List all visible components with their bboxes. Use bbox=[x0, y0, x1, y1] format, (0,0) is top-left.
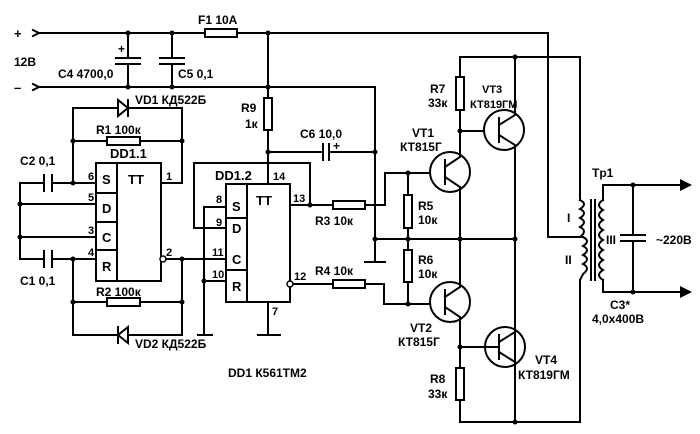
resistor-r7 bbox=[455, 76, 465, 111]
transistor-vt4: VT4 КТ819ГМ bbox=[459, 326, 570, 382]
r1-label: R1 100к bbox=[96, 123, 142, 137]
pin-c: C bbox=[232, 252, 242, 267]
pin-3: 3 bbox=[88, 225, 94, 237]
pin-14: 14 bbox=[273, 171, 286, 183]
resistor-r4 bbox=[332, 279, 366, 289]
resistor-r3 bbox=[332, 200, 366, 210]
tt-label: TT bbox=[128, 172, 144, 187]
r7-value: 33к bbox=[428, 96, 448, 110]
power-rails: + – 12В bbox=[14, 26, 584, 263]
dd1-2-label: DD1.2 bbox=[215, 168, 252, 183]
vd2-label: VD2 КД522Б bbox=[135, 337, 207, 351]
r8-value: 33к bbox=[428, 387, 448, 401]
vt1-name: VT1 bbox=[412, 126, 434, 140]
pin-r: R bbox=[232, 279, 242, 294]
vt4-type: КТ819ГМ bbox=[518, 368, 570, 382]
pin-4: 4 bbox=[88, 247, 95, 259]
c2-label: C2 0,1 bbox=[20, 154, 56, 168]
resistor-r6 bbox=[403, 249, 413, 283]
chip-dd1-2: S D C R TT DD1.2 8 9 11 10 13 12 14 7 bbox=[212, 168, 306, 318]
vt2-name: VT2 bbox=[410, 321, 432, 335]
c1-label: C1 0,1 bbox=[20, 274, 56, 288]
pin-s: S bbox=[232, 199, 241, 214]
r8-name: R8 bbox=[430, 372, 446, 386]
pin-12: 12 bbox=[294, 271, 306, 283]
pin-8: 8 bbox=[216, 194, 222, 206]
r9-value: 1к bbox=[245, 117, 259, 131]
dd1-1-label: DD1.1 bbox=[110, 146, 147, 161]
r3-label: R3 10к bbox=[315, 214, 354, 228]
minus-terminal: – bbox=[14, 80, 21, 95]
transistor-vt2: VT2 КТ815Г bbox=[398, 238, 471, 349]
plus-terminal: + bbox=[14, 26, 22, 41]
c4-label: C4 4700,0 bbox=[58, 67, 114, 81]
r9-name: R9 bbox=[241, 101, 257, 115]
r6-value: 10к bbox=[418, 267, 438, 281]
transistor-vt1: VT1 КТ815Г bbox=[400, 126, 471, 240]
resistor-r8 bbox=[455, 367, 465, 401]
pin-d: D bbox=[232, 221, 241, 236]
pin-6: 6 bbox=[88, 171, 94, 183]
pin-7: 7 bbox=[272, 306, 278, 318]
f1-label: F1 10A bbox=[198, 13, 238, 27]
chip-dd1-1: S D C R TT DD1.1 6 5 3 4 1 2 bbox=[88, 146, 172, 282]
tt-label: TT bbox=[256, 193, 272, 208]
supply-voltage-label: 12В bbox=[14, 55, 36, 69]
pin-13: 13 bbox=[293, 193, 305, 205]
capacitor-c5: C5 0,1 bbox=[159, 32, 214, 88]
diode-vd1 bbox=[117, 97, 130, 119]
vt3-name: VT3 bbox=[482, 84, 502, 96]
pin-1: 1 bbox=[166, 171, 172, 183]
c4-plus: + bbox=[118, 42, 125, 56]
winding-i-label: I bbox=[567, 211, 570, 225]
r6-name: R6 bbox=[418, 253, 434, 267]
pin-r: R bbox=[102, 259, 112, 274]
c6-label: C6 10,0 bbox=[300, 127, 342, 141]
r7-name: R7 bbox=[430, 82, 446, 96]
pin-s: S bbox=[102, 172, 111, 187]
r4-label: R4 10к bbox=[315, 264, 354, 278]
pin-9: 9 bbox=[216, 217, 222, 229]
vt3-type: КТ819ГМ bbox=[470, 99, 517, 111]
c3-name: C3* bbox=[610, 298, 630, 312]
vd1-label: VD1 КД522Б bbox=[135, 93, 207, 107]
resistor-r5 bbox=[403, 194, 413, 229]
c6-plus: + bbox=[333, 139, 340, 153]
tr1-label: Tp1 bbox=[592, 166, 614, 180]
output-voltage-label: ~220В bbox=[656, 233, 692, 247]
resistor-r1 bbox=[106, 136, 141, 146]
pin-2: 2 bbox=[166, 247, 172, 259]
pin-10: 10 bbox=[212, 269, 224, 281]
diode-vd2 bbox=[116, 324, 129, 346]
c3-value: 4,0x400В bbox=[592, 312, 644, 326]
c5-label: C5 0,1 bbox=[178, 67, 214, 81]
capacitor-c4: + C4 4700,0 bbox=[58, 32, 141, 88]
transformer-tr1: Tp1 I II III C3* 4,0x400В ~220В bbox=[565, 166, 692, 326]
vt1-type: КТ815Г bbox=[400, 140, 442, 154]
chip-type-label: DD1 К561ТМ2 bbox=[228, 366, 307, 380]
winding-iii-label: III bbox=[606, 233, 616, 247]
pin-11: 11 bbox=[212, 247, 224, 259]
fuse-f1: F1 10A bbox=[198, 13, 238, 38]
vt4-name: VT4 bbox=[535, 353, 557, 367]
winding-ii-label: II bbox=[565, 253, 572, 267]
r5-value: 10к bbox=[418, 213, 438, 227]
vt2-type: КТ815Г bbox=[398, 335, 440, 349]
r2-label: R2 100к bbox=[96, 285, 142, 299]
resistor-r9 bbox=[263, 97, 273, 131]
r5-name: R5 bbox=[418, 199, 434, 213]
resistor-r2 bbox=[106, 297, 141, 307]
pin-c: C bbox=[102, 230, 112, 245]
pin-d: D bbox=[102, 201, 111, 216]
pin-5: 5 bbox=[88, 192, 94, 204]
